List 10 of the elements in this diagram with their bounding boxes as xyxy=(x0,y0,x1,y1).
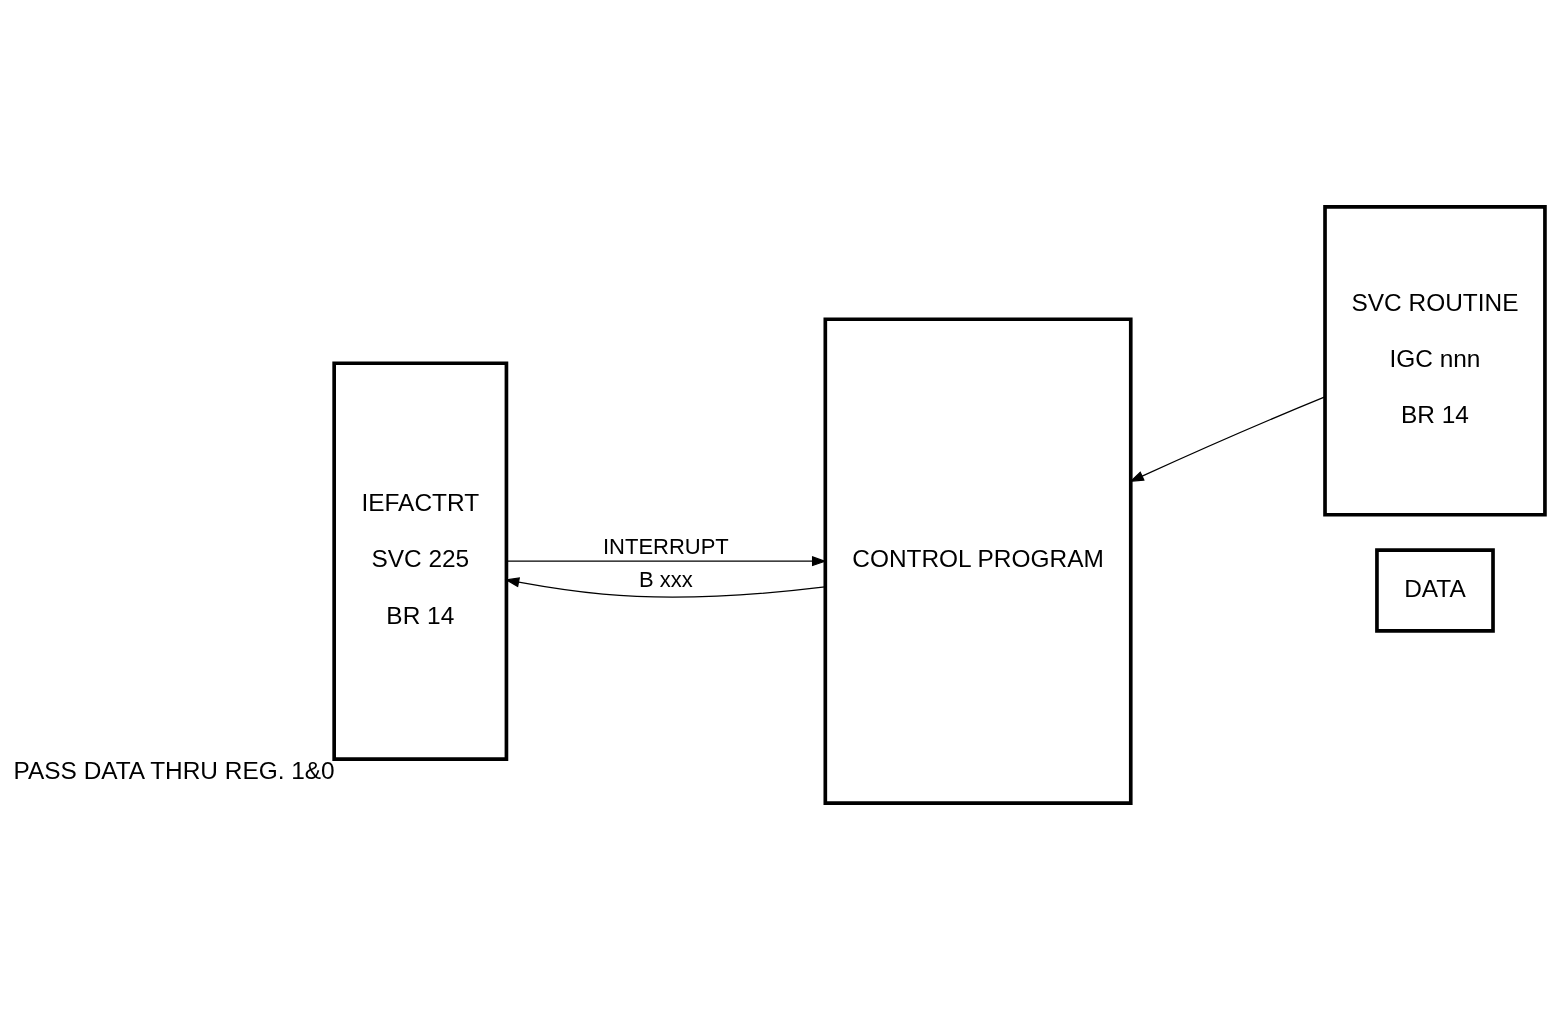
node-box: DATA xyxy=(1375,547,1495,633)
arrow xyxy=(1129,395,1326,482)
arrow xyxy=(505,555,827,566)
edge-label: B xxx xyxy=(639,566,693,592)
node-box: SVC ROUTINE IGC nnn BR 14 xyxy=(1323,204,1547,517)
node-box: IEFACTRT SVC 225 BR 14 xyxy=(332,360,509,761)
arrow xyxy=(504,576,826,598)
node-label: PASS DATA THRU REG. 1&0 xyxy=(13,756,335,784)
edge-label: INTERRUPT xyxy=(602,533,729,559)
node-box: CONTROL PROGRAM xyxy=(823,316,1133,805)
